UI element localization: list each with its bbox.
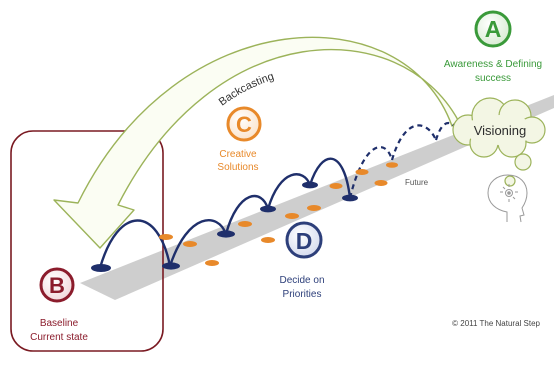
vision-cloud [452, 97, 546, 187]
step-c-caption-line1: Creative [219, 149, 257, 160]
step-c-letter: C [236, 112, 252, 137]
step-b-caption-line1: Baseline [40, 318, 79, 329]
step-a-caption-line1: Awareness & Defining [444, 59, 542, 70]
step-a-caption-line2: success [475, 73, 511, 84]
hop-arc [266, 173, 312, 210]
step-a-letter: A [485, 16, 502, 42]
option-dot [238, 221, 252, 227]
option-dot [285, 213, 299, 219]
option-dot [307, 205, 321, 211]
step-b-caption-line2: Current state [30, 332, 88, 343]
vision-label: Visioning [474, 123, 527, 138]
thought-bubble [504, 175, 516, 187]
landing-pad [302, 181, 318, 189]
option-dots [159, 162, 398, 266]
option-dot [386, 162, 398, 168]
step-d-caption-line2: Priorities [283, 289, 322, 300]
landing-pad [162, 262, 180, 270]
step-c-caption-line2: Solutions [217, 162, 258, 173]
step-b-badge: B [39, 267, 75, 303]
step-d-badge: D [285, 221, 323, 259]
step-c-badge: C [226, 106, 262, 142]
backcasting-arrow [53, 36, 459, 249]
landing-pad [260, 205, 276, 213]
pathway-road [80, 95, 554, 300]
option-dot [205, 260, 219, 266]
thought-bubble [514, 153, 532, 171]
step-b-letter: B [49, 273, 65, 298]
option-dot [355, 169, 369, 175]
option-dot [261, 237, 275, 243]
hop-arc [168, 219, 228, 267]
landing-pad [217, 230, 235, 238]
future-label: Future [405, 178, 429, 187]
hop-arc [308, 157, 352, 199]
landing-pads [91, 181, 358, 272]
step-d-letter: D [296, 228, 313, 254]
hop-arcs [98, 157, 352, 269]
copyright-text: © 2011 The Natural Step [452, 319, 540, 328]
option-dot [374, 180, 388, 186]
hop-arc [98, 219, 172, 269]
option-dot [329, 183, 343, 189]
step-a-badge: A [474, 10, 512, 48]
future-hop-arc [390, 124, 438, 161]
head-icon [487, 174, 528, 223]
future-hop-arc [348, 145, 394, 199]
option-dot [183, 241, 197, 247]
option-dot [159, 234, 173, 240]
landing-pad [91, 264, 111, 272]
landing-pad [342, 194, 358, 202]
step-d-caption-line1: Decide on [279, 275, 324, 286]
hop-arc [224, 194, 270, 235]
